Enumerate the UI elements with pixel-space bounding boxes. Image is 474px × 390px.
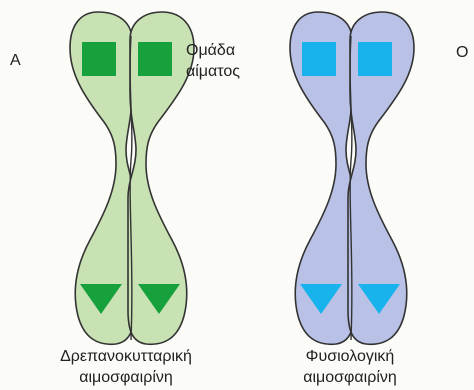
label-sickle-line1: Δρεπανοκυτταρική: [42, 346, 210, 367]
blood-group-marker-blue-right: [358, 42, 392, 76]
label-normal-line1: Φυσιολογική: [280, 346, 420, 367]
label-a: A: [10, 50, 21, 71]
label-sickle-line2: αιμοσφαιρίνη: [42, 367, 210, 388]
label-normal-line2: αιμοσφαιρίνη: [280, 367, 420, 388]
label-blood-group-line1: Ομάδα: [186, 40, 240, 61]
blood-group-marker-green-left: [82, 42, 116, 76]
blood-group-marker-blue-left: [302, 42, 336, 76]
chromosome-normal: [290, 12, 414, 344]
label-blood-group: Ομάδα αίματος: [186, 40, 240, 82]
label-blood-group-line2: αίματος: [186, 61, 240, 82]
blood-group-marker-green-right: [138, 42, 172, 76]
chromosome-sickle: [70, 12, 194, 344]
label-o: O: [456, 42, 468, 63]
label-sickle-hemoglobin: Δρεπανοκυτταρική αιμοσφαιρίνη: [42, 346, 210, 388]
label-normal-hemoglobin: Φυσιολογική αιμοσφαιρίνη: [280, 346, 420, 388]
